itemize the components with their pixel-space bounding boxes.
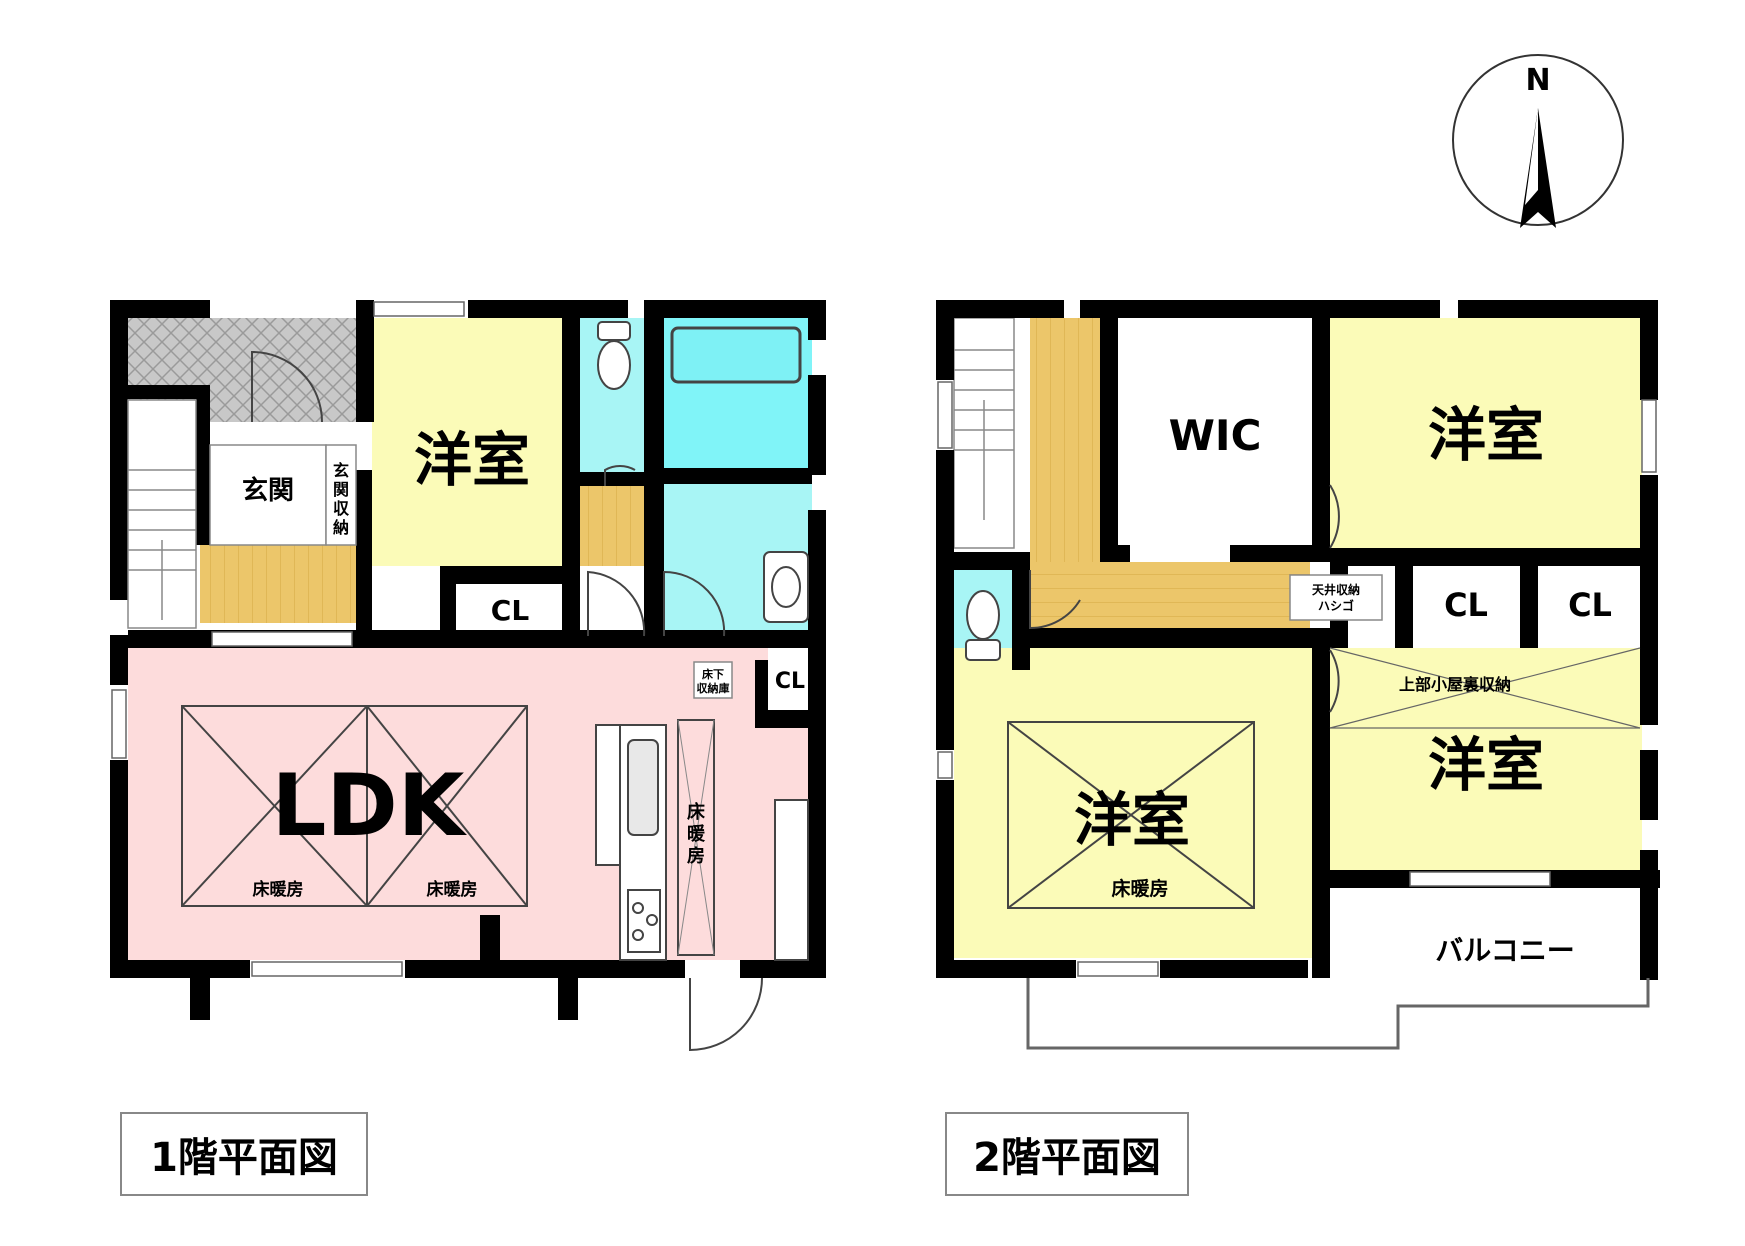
svg-text:玄: 玄 [333,461,349,480]
floor-2-plan: WIC 洋室 洋室 洋室 CL CL 上部小屋裏収納 床暖房 バルコニー 天井収… [936,300,1660,1050]
attic-hatch-box [1289,574,1383,621]
north-label: N [1525,63,1550,98]
closet-1f-box [456,584,562,630]
entrance-box [209,444,327,546]
svg-text:天井収納: 天井収納 [1312,582,1360,597]
hall-1f [580,486,644,566]
room-label-closet-small-1f: CL [775,669,805,694]
svg-text:床下: 床下 [702,667,724,681]
floor-heating-label-2: 床暖房 [427,879,478,900]
svg-text:床: 床 [687,801,706,823]
back-door [689,977,763,1052]
room-label-western-room-ne: 洋室 [1428,401,1544,469]
closet-2f-2-box [1538,566,1640,648]
western-room-ne [1330,318,1642,548]
compass: N [1452,54,1624,228]
wic-box [1118,318,1312,562]
floor-1-caption: 1階平面図 [120,1112,368,1196]
attic-hatch-label: 天井収納 ハシゴ [1312,582,1360,613]
underfloor-storage-box [693,661,733,699]
room-label-entrance: 玄関 [242,475,294,506]
wash-basin [763,551,809,623]
svg-text:収納庫: 収納庫 [697,681,730,695]
underfloor-storage-label: 床下 収納庫 [697,667,730,695]
entrance-hall-floor [200,545,360,623]
svg-text:収: 収 [333,499,350,518]
svg-text:房: 房 [687,845,705,867]
room-label-closet-2f-1: CL [1444,586,1488,624]
floor-heating-panels-1f [181,705,528,907]
svg-text:ハシゴ: ハシゴ [1318,598,1354,613]
floor-1-walls [110,300,826,1020]
balcony-label: バルコニー [1435,934,1574,967]
room-label-western-room-1f: 洋室 [414,426,530,494]
stairs-1f [127,399,197,629]
floor-heating-label-2f: 床暖房 [1111,877,1168,900]
floor-heating-label-1: 床暖房 [253,879,304,900]
closet-2f-1-box [1413,566,1520,648]
attic-storage-label: 上部小屋裏収納 [1399,675,1511,694]
room-label-ldk: LDK [272,756,468,856]
balcony-railing [1026,978,1650,1050]
room-label-closet-2f-2: CL [1568,586,1612,624]
western-room-1f [372,318,562,566]
entrance-door [251,350,323,423]
hall-2f-horizontal [1030,562,1310,628]
svg-text:関: 関 [333,480,349,499]
toilet-fixture-1f [597,321,631,390]
floor-heating-panel-2f [1007,721,1255,909]
bathtub [670,326,802,384]
floor-1-plan: 玄関 洋室 CL CL LDK 床暖房 床暖房 玄 関 収 納 床 暖 房 床下… [110,300,826,1052]
floor-2-caption: 2階平面図 [945,1112,1189,1196]
room-label-western-room-se: 洋室 [1428,731,1544,799]
entrance-storage-label: 玄 関 収 納 [333,461,350,537]
room-label-wic: WIC [1169,411,1262,460]
svg-text:暖: 暖 [687,823,706,845]
closet-small-box [768,648,808,710]
stairs-2f [953,317,1015,549]
svg-text:納: 納 [333,518,349,537]
toilet-fixture-2f [965,590,1001,661]
room-label-western-room-sw: 洋室 [1074,786,1190,854]
kitchen-counter [595,719,809,961]
kitchen-floor-heating-label: 床 暖 房 [687,801,706,867]
entrance-storage-box [325,444,357,546]
room-label-closet-1f: CL [491,594,530,627]
